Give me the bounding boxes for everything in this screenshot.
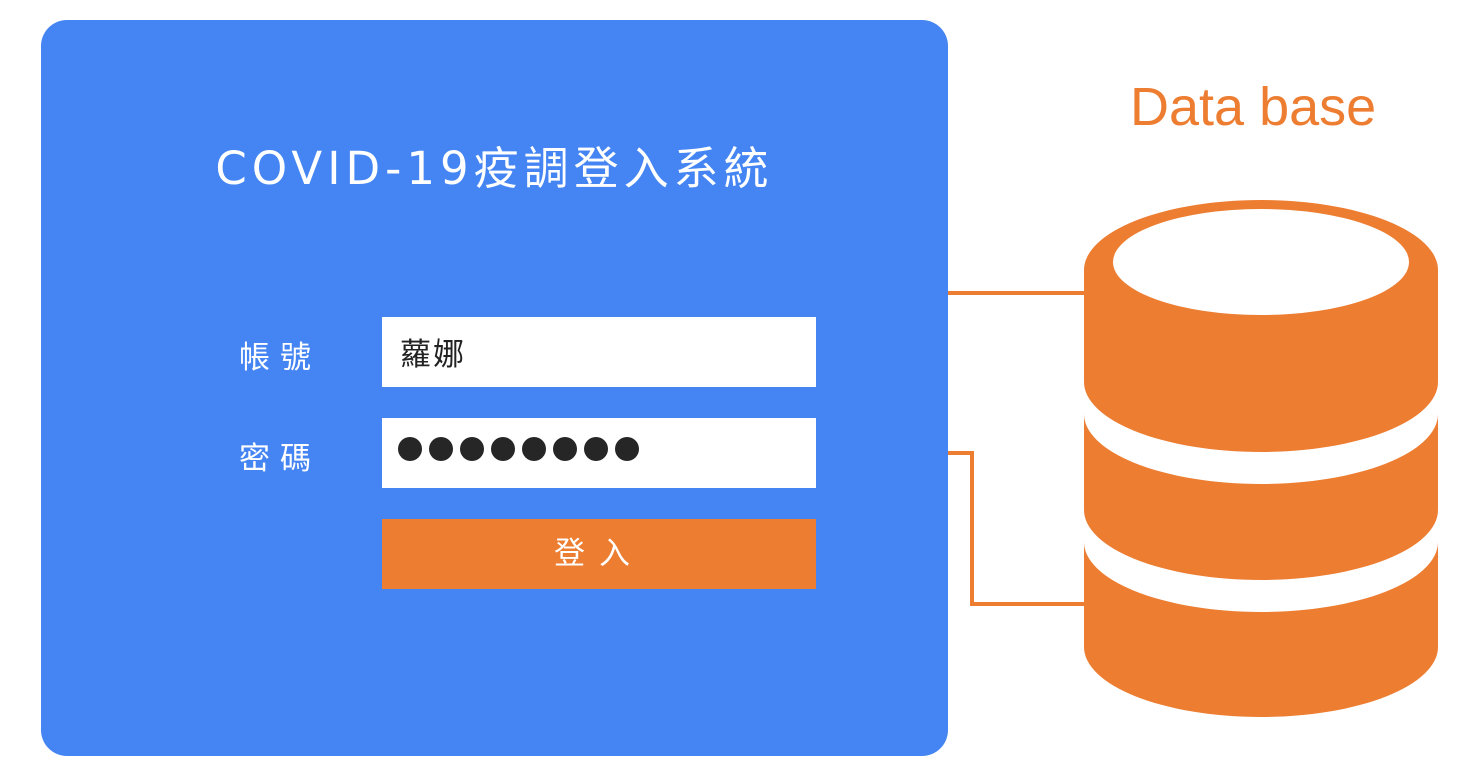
password-dot [491,437,515,461]
login-panel: COVID-19疫調登入系統 帳號 蘿娜 密碼 登入 [41,20,948,756]
password-dot [584,437,608,461]
account-field-value: 蘿娜 [400,337,466,373]
password-mask [398,437,639,461]
password-field[interactable] [382,418,816,488]
account-field[interactable]: 蘿娜 [382,317,816,387]
password-label: 密碼 [239,441,321,477]
database-icon [1084,200,1438,717]
password-dot [398,437,422,461]
password-dot [429,437,453,461]
database-label: Data base [1130,77,1377,137]
password-dot [553,437,577,461]
password-dot [615,437,639,461]
account-label: 帳號 [239,340,321,376]
login-button[interactable]: 登入 [382,519,816,589]
login-panel-title: COVID-19疫調登入系統 [215,142,774,195]
password-dot [522,437,546,461]
password-dot [460,437,484,461]
